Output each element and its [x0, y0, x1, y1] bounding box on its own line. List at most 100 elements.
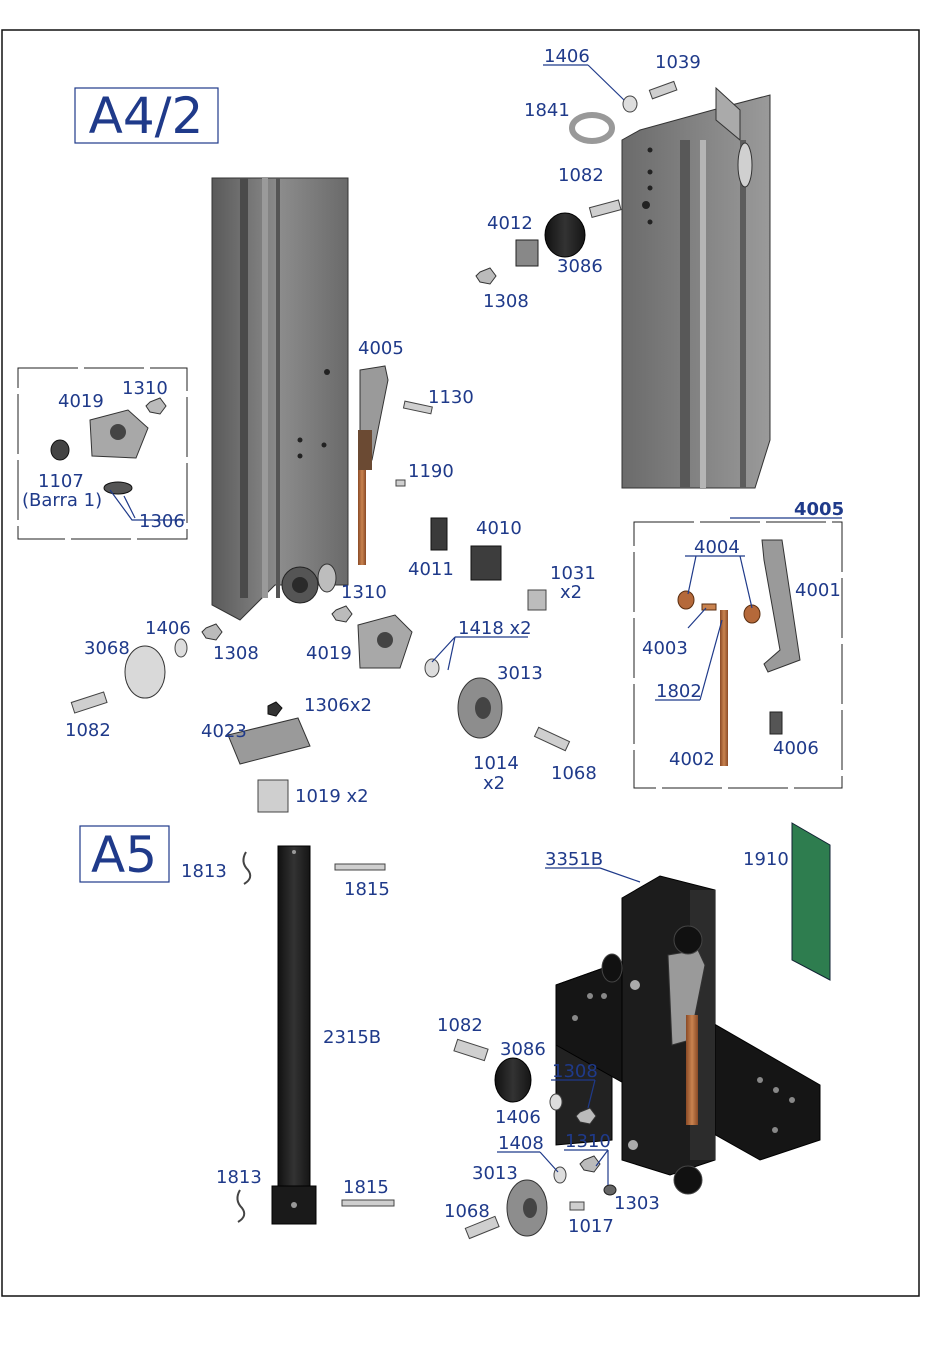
label-1813-top: 1813 — [181, 861, 227, 882]
carriage-3351B — [555, 875, 821, 1195]
washer-1406-bot — [549, 1093, 563, 1111]
label-1408: 1408 — [498, 1133, 544, 1154]
mast-profile-left — [211, 177, 349, 621]
plate-4012 — [515, 239, 539, 267]
label-1308-bot: 1308 — [552, 1061, 598, 1082]
washer-1406-mid — [174, 638, 188, 658]
lever-assembly-4005 — [358, 365, 389, 565]
label-1303: 1303 — [614, 1193, 660, 1214]
nut-1310-bot — [579, 1155, 601, 1173]
screws-1031 — [527, 589, 547, 611]
label-1418: 1418 x2 — [458, 618, 532, 639]
label-1082-mid: 1082 — [65, 720, 111, 741]
detail-label-4002: 4002 — [669, 749, 715, 770]
detail-part-4001 — [761, 539, 801, 673]
detail-rod-4002 — [720, 610, 728, 766]
label-4023: 4023 — [201, 721, 247, 742]
clip-1813-bot — [236, 1189, 246, 1223]
detail-label-4003: 4003 — [642, 638, 688, 659]
roller-3086-bot — [494, 1057, 532, 1103]
screw-1017 — [569, 1201, 585, 1211]
nuts-1306x2 — [267, 701, 283, 717]
detail-spring-4006 — [769, 711, 783, 735]
detail-bushing-4004-a — [677, 590, 695, 610]
label-1031: 1031 — [550, 563, 596, 584]
label-1019: 1019 x2 — [295, 786, 369, 807]
shoulder-bolt-1082-bot — [453, 1038, 489, 1062]
section-a4-title: A4/2 — [89, 87, 204, 145]
leader-lines — [109, 64, 842, 1185]
clamp-4019-mid — [357, 614, 413, 669]
inset-label-1310: 1310 — [122, 378, 168, 399]
detail-label-1802: 1802 — [656, 681, 702, 702]
pulley-3013-hub — [475, 697, 491, 719]
detail-label-4001: 4001 — [795, 580, 841, 601]
label-4005: 4005 — [358, 338, 404, 359]
label-1014-qty: x2 — [483, 773, 505, 794]
inset-nut-1310 — [145, 397, 167, 415]
tube-2315B — [277, 845, 311, 1192]
label-4019-mid: 4019 — [306, 643, 352, 664]
label-1306x2: 1306x2 — [304, 695, 372, 716]
label-3013-bot: 3013 — [472, 1163, 518, 1184]
label-1813-bot: 1813 — [216, 1167, 262, 1188]
label-1082-top: 1082 — [558, 165, 604, 186]
section-a5-title: A5 — [91, 826, 157, 884]
nut-1303 — [603, 1184, 617, 1196]
inset-label-4019: 4019 — [58, 391, 104, 412]
nut-1308-bot — [575, 1107, 597, 1125]
inset-label-barra: (Barra 1) — [22, 490, 102, 511]
label-3351B: 3351B — [545, 849, 603, 870]
label-3068: 3068 — [84, 638, 130, 659]
panel-1910 — [791, 822, 831, 981]
label-1039: 1039 — [655, 52, 701, 73]
detail-bushing-4004-b — [743, 604, 761, 624]
washer-1406-top — [622, 95, 638, 113]
label-1068-mid: 1068 — [551, 763, 597, 784]
label-3086-top: 3086 — [557, 256, 603, 277]
label-1406-top: 1406 — [544, 46, 590, 67]
pin-1815-bot — [341, 1199, 395, 1207]
pin-1815-top — [334, 863, 386, 871]
label-4010: 4010 — [476, 518, 522, 539]
label-1017: 1017 — [568, 1216, 614, 1237]
nut-1308-mid — [201, 623, 223, 641]
label-1815-top: 1815 — [344, 879, 390, 900]
block-4011 — [430, 517, 448, 551]
nut-1308-top — [475, 267, 497, 285]
bolt-1039 — [648, 80, 678, 100]
label-4012: 4012 — [487, 213, 533, 234]
label-1082-bot: 1082 — [437, 1015, 483, 1036]
label-1310-bot: 1310 — [565, 1131, 611, 1152]
washers-1418 — [424, 658, 440, 678]
label-1406-bot: 1406 — [495, 1107, 541, 1128]
section-a4-box — [74, 87, 219, 144]
label-1841: 1841 — [524, 100, 570, 121]
mast-profile-right — [621, 86, 771, 489]
label-1031-qty: x2 — [560, 582, 582, 603]
inset-clamp-4019 — [89, 409, 149, 459]
label-2315B: 2315B — [323, 1027, 381, 1048]
label-4011: 4011 — [408, 559, 454, 580]
detail-4005-box — [633, 521, 843, 789]
nut-1310-mid — [331, 605, 353, 623]
label-3086-bot: 3086 — [500, 1039, 546, 1060]
bolt-1068-mid — [533, 726, 571, 752]
label-1130: 1130 — [428, 387, 474, 408]
pulley-3013-bot-hub — [523, 1198, 537, 1218]
label-1406-mid: 1406 — [145, 618, 191, 639]
eye-bolt-1841 — [569, 112, 615, 144]
shoulder-bolt-1082-mid — [70, 691, 108, 714]
bolts-1019 — [257, 779, 289, 813]
inset-nuts-1306 — [103, 481, 133, 495]
label-1815-bot: 1815 — [343, 1177, 389, 1198]
label-1910: 1910 — [743, 849, 789, 870]
detail-label-4004: 4004 — [694, 537, 740, 558]
spacer-3068 — [124, 645, 166, 699]
inset-label-1306: 1306 — [139, 511, 185, 532]
label-3013-mid: 3013 — [497, 663, 543, 684]
inset-4019-box — [17, 367, 188, 540]
shoulder-bolt-1082-top — [588, 199, 622, 219]
label-1308-top: 1308 — [483, 291, 529, 312]
